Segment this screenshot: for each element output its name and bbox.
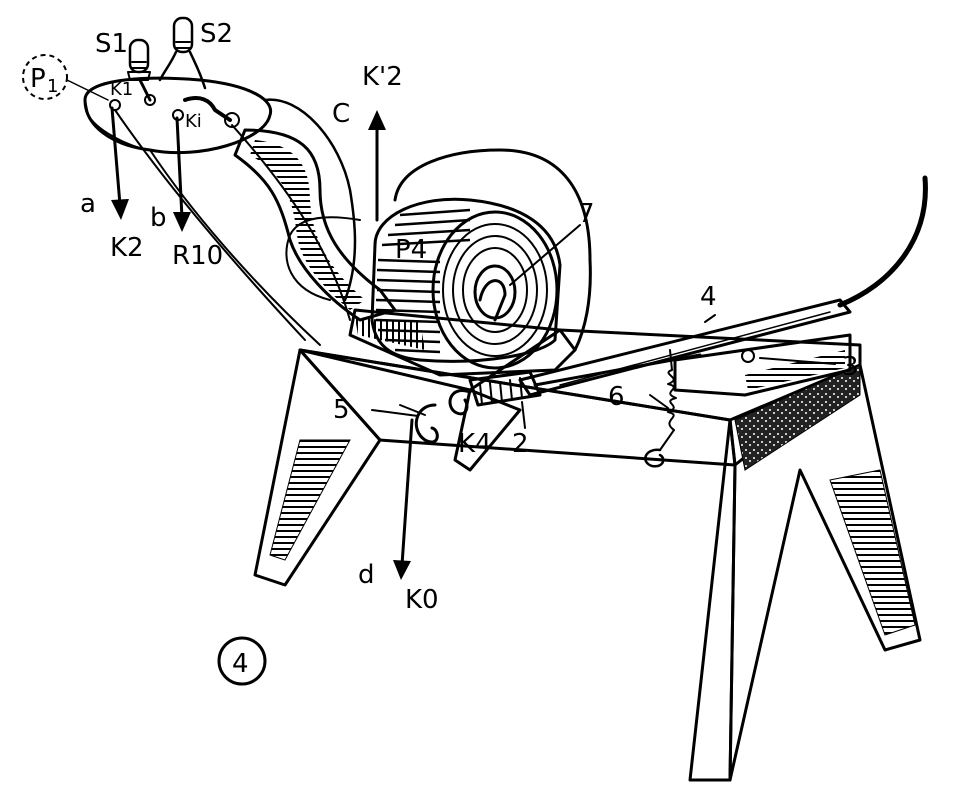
label-p4: P4 <box>395 235 427 265</box>
arrow-d <box>393 418 414 580</box>
label-3: 3 <box>842 352 859 382</box>
label-s2: S2 <box>200 19 233 49</box>
p1-dashed-circle <box>22 54 68 100</box>
curved-frame <box>233 128 397 322</box>
label-p1: P <box>30 64 46 94</box>
arrow-a <box>110 106 129 220</box>
label-s1: S1 <box>95 29 128 59</box>
arrow-c <box>368 110 386 222</box>
label-r10: R10 <box>172 241 223 271</box>
label-k4: K4 <box>458 429 492 459</box>
leader-lines <box>371 314 836 429</box>
label-d: d <box>358 560 375 590</box>
label-k2: K2 <box>110 233 144 263</box>
label-k1-prime: Ki <box>185 111 202 132</box>
coil-p4 <box>348 197 581 377</box>
switch-plate <box>83 16 351 346</box>
label-k2-prime: K'2 <box>362 62 403 92</box>
spring-6 <box>644 349 677 468</box>
stand-base <box>253 328 922 782</box>
label-k0: K0 <box>405 585 439 615</box>
label-c: C <box>332 99 350 129</box>
label-5: 5 <box>333 395 350 425</box>
knob-s2 <box>158 16 207 90</box>
label-p1-sub: 1 <box>47 76 58 97</box>
arrow-b <box>173 116 191 232</box>
figure-number: 4 <box>232 649 249 679</box>
label-6: 6 <box>608 382 625 412</box>
label-4: 4 <box>700 282 717 312</box>
label-2: 2 <box>512 429 529 459</box>
knob-s1 <box>127 38 151 81</box>
label-b: b <box>150 203 167 233</box>
figure-number-circle <box>217 636 267 686</box>
wire-loops <box>263 98 592 352</box>
label-k1: K1 <box>110 79 133 100</box>
spring-2-assembly <box>399 353 702 444</box>
label-7: 7 <box>578 199 595 229</box>
label-a: a <box>80 189 96 219</box>
